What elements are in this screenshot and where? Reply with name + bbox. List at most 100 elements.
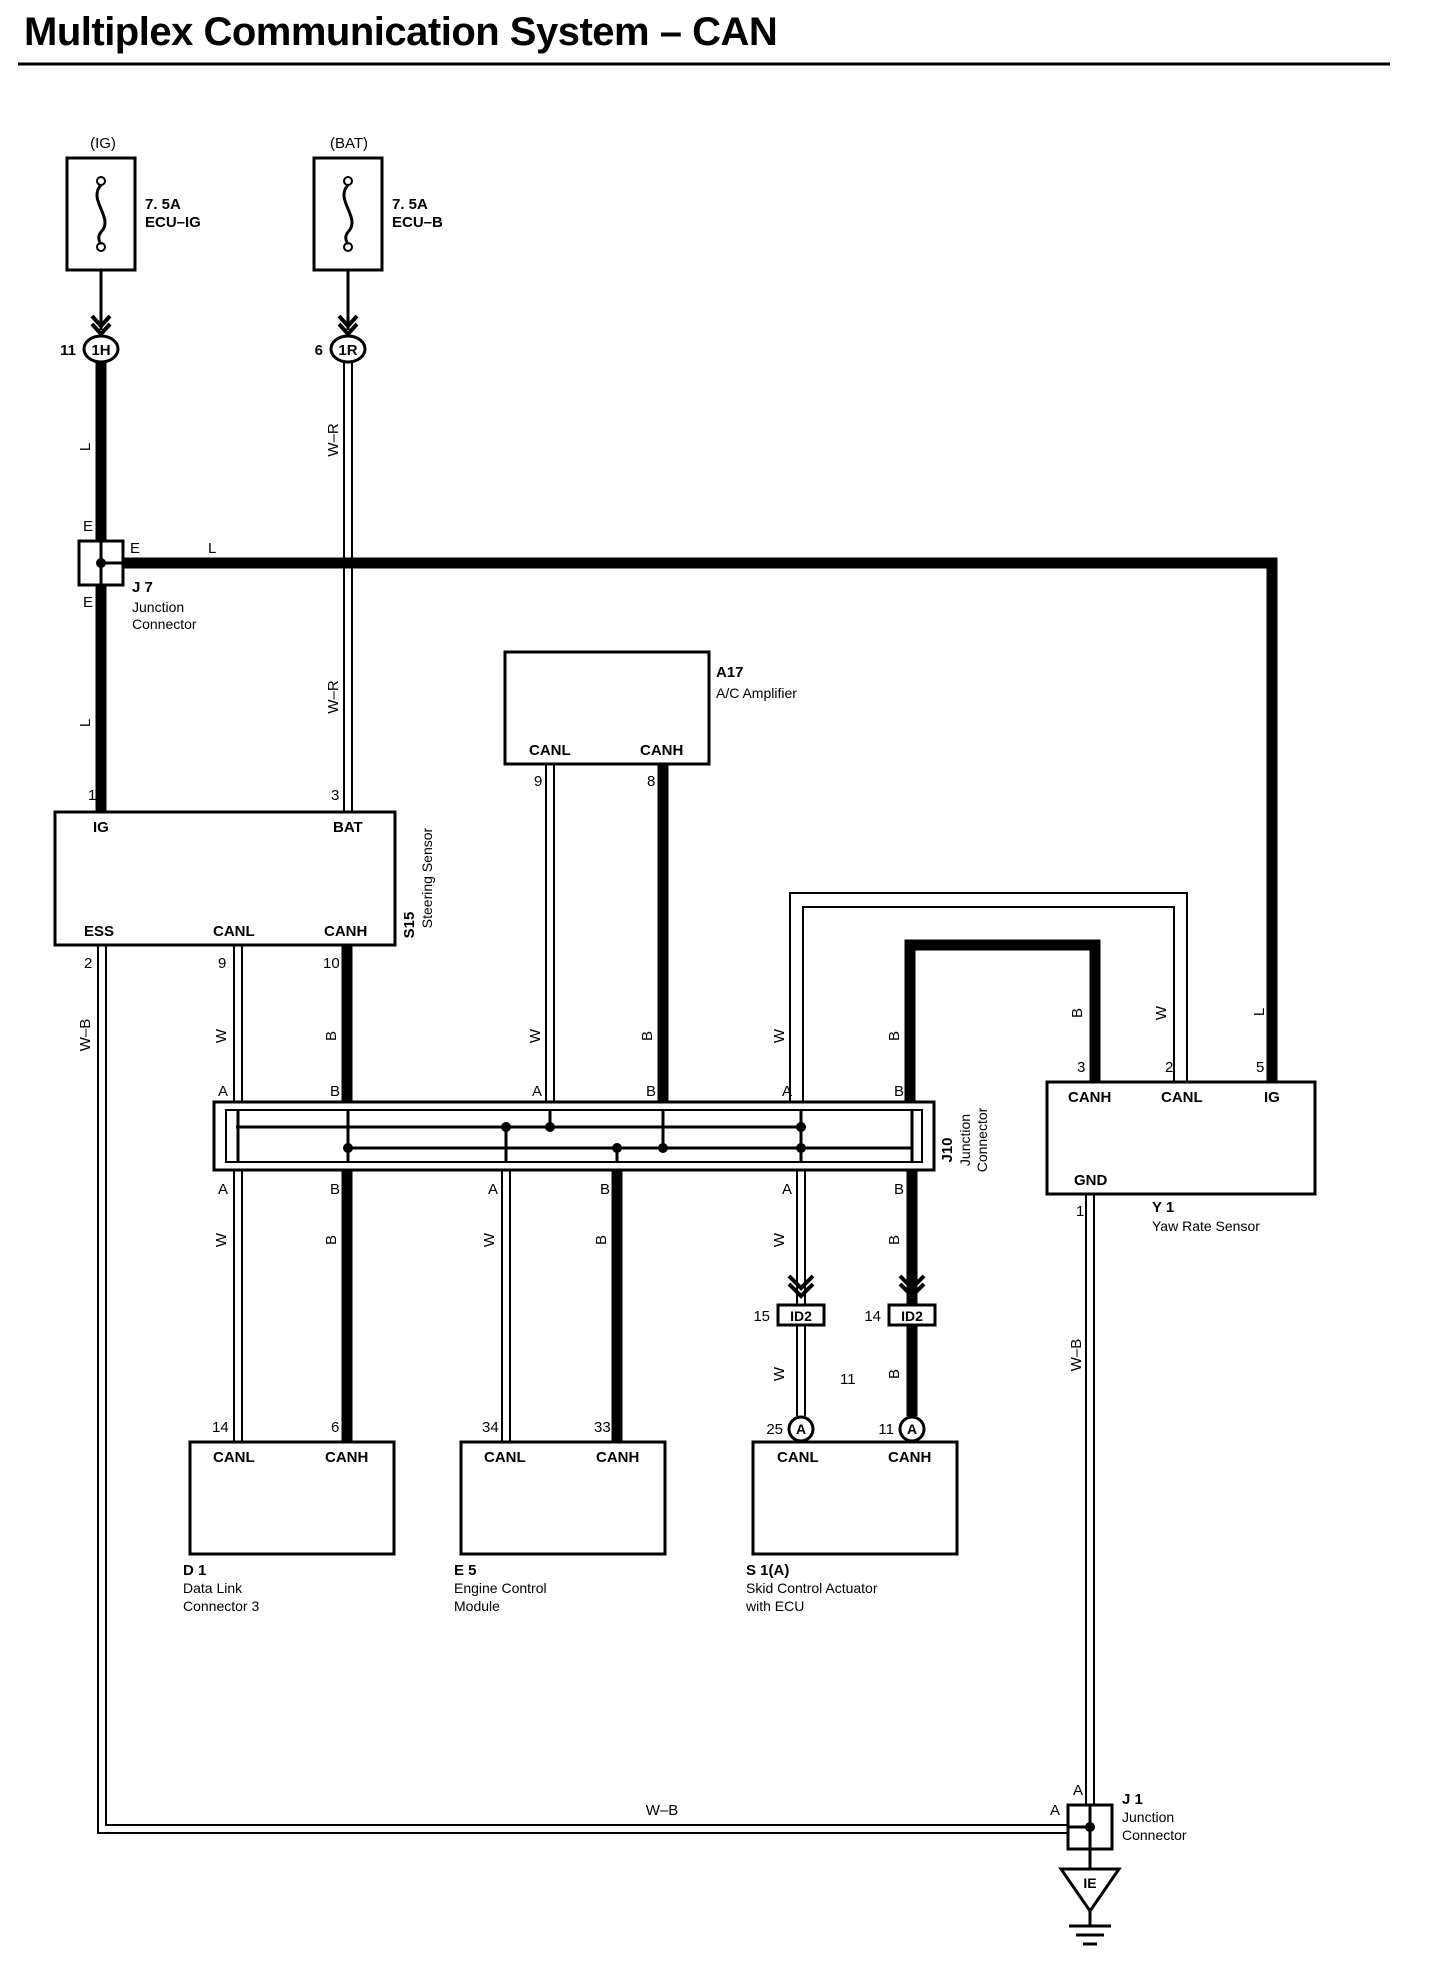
svg-text:Steering Sensor: Steering Sensor (419, 827, 435, 928)
svg-text:Yaw Rate Sensor: Yaw Rate Sensor (1152, 1218, 1260, 1234)
svg-text:A: A (796, 1421, 806, 1437)
svg-text:B: B (646, 1083, 656, 1100)
ground-ie: IE (1058, 1867, 1122, 1946)
j7-code: J 7 (132, 579, 153, 596)
svg-text:Connector: Connector (132, 616, 197, 632)
svg-text:L: L (1251, 1008, 1268, 1016)
svg-text:W: W (1153, 1005, 1170, 1020)
svg-text:Skid Control Actuator: Skid Control Actuator (746, 1580, 878, 1596)
svg-text:6: 6 (315, 342, 323, 359)
fuse-ecu-ig-supply: (IG) (90, 135, 116, 152)
svg-text:BAT: BAT (333, 819, 363, 836)
svg-text:3: 3 (331, 787, 339, 804)
svg-text:W: W (771, 1028, 788, 1043)
svg-text:W: W (771, 1366, 788, 1381)
svg-text:L: L (208, 540, 216, 557)
data-link-connector-d1: CANL CANH 14 6 D 1 Data Link Connector 3 (183, 1419, 396, 1614)
svg-text:B: B (886, 1235, 903, 1245)
svg-text:CANL: CANL (777, 1449, 819, 1466)
svg-text:W: W (527, 1028, 544, 1043)
svg-text:B: B (639, 1031, 656, 1041)
svg-text:11: 11 (878, 1421, 894, 1438)
svg-text:B: B (593, 1235, 610, 1245)
stray-pin-label: 11 (840, 1371, 856, 1388)
svg-text:with ECU: with ECU (745, 1598, 804, 1614)
svg-text:11: 11 (60, 342, 76, 359)
svg-text:A: A (532, 1083, 542, 1100)
svg-text:A17: A17 (716, 664, 744, 681)
svg-text:CANH: CANH (640, 742, 683, 759)
svg-text:A: A (782, 1181, 792, 1198)
svg-text:Connector 3: Connector 3 (183, 1598, 259, 1614)
svg-text:B: B (330, 1181, 340, 1198)
svg-text:CANL: CANL (213, 923, 255, 940)
junction-connector-j10: A B A B A B A B A B A B J10 Junction Con… (212, 1083, 990, 1198)
svg-text:9: 9 (534, 773, 542, 790)
svg-text:2: 2 (84, 955, 92, 972)
yaw-rate-sensor-y1: CANH CANL IG GND 3 2 5 1 Y 1 Yaw Rate Se… (1045, 1059, 1317, 1234)
svg-text:B: B (886, 1031, 903, 1041)
svg-text:B: B (323, 1031, 340, 1041)
fuse-ecu-ig-name: ECU–IG (145, 214, 201, 231)
svg-text:W: W (213, 1232, 230, 1247)
svg-text:W: W (213, 1028, 230, 1043)
svg-text:1: 1 (88, 787, 96, 804)
junction-1r: 1R 6 (315, 334, 367, 364)
svg-text:W: W (481, 1232, 498, 1247)
svg-text:Connector: Connector (1122, 1827, 1187, 1843)
svg-text:E: E (83, 518, 93, 535)
svg-text:IG: IG (1264, 1089, 1280, 1106)
svg-text:B: B (600, 1181, 610, 1198)
svg-text:CANH: CANH (324, 923, 367, 940)
svg-text:A: A (218, 1181, 228, 1198)
fuse-ecu-ig-rating: 7. 5A (145, 196, 181, 213)
svg-text:A: A (1073, 1782, 1083, 1799)
junction-j1: A A J 1 Junction Connector (1050, 1782, 1187, 1851)
fuse-ecu-b-name: ECU–B (392, 214, 443, 231)
svg-text:15: 15 (753, 1308, 770, 1325)
svg-text:GND: GND (1074, 1172, 1108, 1189)
skid-control-actuator-s1: CANL CANH A A 25 11 S 1(A) Skid Control … (745, 1415, 959, 1614)
svg-text:B: B (330, 1083, 340, 1100)
svg-text:IE: IE (1083, 1875, 1096, 1891)
svg-text:W: W (771, 1232, 788, 1247)
svg-text:ESS: ESS (84, 923, 114, 940)
svg-text:CANH: CANH (1068, 1089, 1111, 1106)
svg-text:E 5: E 5 (454, 1562, 477, 1579)
svg-text:W–R: W–R (325, 680, 342, 714)
svg-text:1R: 1R (338, 342, 357, 359)
svg-text:Junction: Junction (957, 1114, 973, 1166)
svg-text:Junction: Junction (132, 599, 184, 615)
svg-text:A: A (907, 1421, 917, 1437)
fuse-ecu-b: (BAT) 7. 5A ECU–B (312, 135, 443, 272)
svg-text:8: 8 (647, 773, 655, 790)
svg-text:W–B: W–B (77, 1019, 94, 1052)
svg-text:ID2: ID2 (790, 1308, 812, 1324)
svg-text:IG: IG (93, 819, 109, 836)
engine-control-module-e5: CANL CANH 34 33 E 5 Engine Control Modul… (454, 1419, 667, 1614)
svg-text:CANL: CANL (213, 1449, 255, 1466)
fuse-ecu-ig: (IG) 7. 5A ECU–IG (65, 135, 201, 272)
svg-text:S15: S15 (401, 912, 418, 939)
svg-text:CANL: CANL (484, 1449, 526, 1466)
svg-text:CANH: CANH (325, 1449, 368, 1466)
svg-text:J10: J10 (939, 1137, 956, 1162)
svg-text:CANL: CANL (529, 742, 571, 759)
svg-text:B: B (1069, 1008, 1086, 1018)
svg-text:33: 33 (594, 1419, 611, 1436)
svg-text:10: 10 (323, 955, 340, 972)
junction-1h: 1H 11 (60, 334, 120, 364)
svg-text:B: B (894, 1181, 904, 1198)
svg-text:Module: Module (454, 1598, 500, 1614)
svg-text:25: 25 (766, 1421, 783, 1438)
ac-amplifier-a17: CANL CANH A17 A/C Amplifier 9 8 (503, 650, 797, 790)
svg-text:14: 14 (212, 1419, 229, 1436)
svg-text:W–R: W–R (325, 423, 342, 457)
svg-text:Y 1: Y 1 (1152, 1199, 1174, 1216)
svg-text:Connector: Connector (974, 1107, 990, 1172)
fuse-ecu-b-supply: (BAT) (330, 135, 368, 152)
svg-text:34: 34 (482, 1419, 499, 1436)
svg-text:E: E (130, 540, 140, 557)
svg-text:9: 9 (218, 955, 226, 972)
svg-text:CANH: CANH (596, 1449, 639, 1466)
